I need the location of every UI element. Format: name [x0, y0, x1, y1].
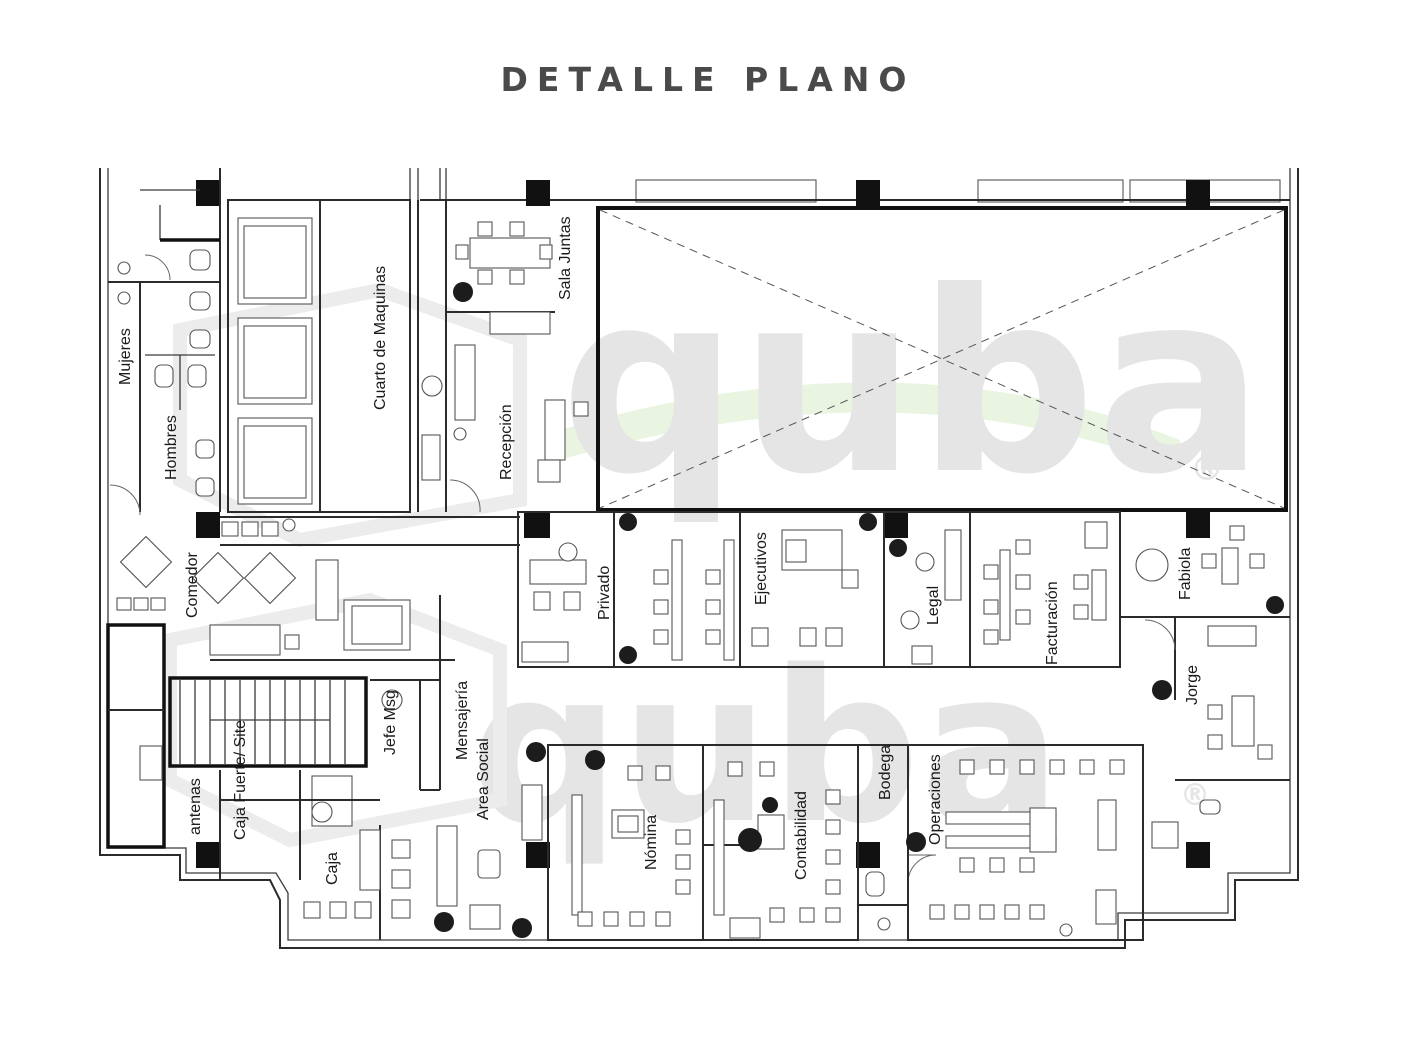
- mensajeria: [300, 595, 441, 827]
- room-label-antenas: antenas: [187, 778, 204, 835]
- room-label-sala-juntas: Sala Juntas: [557, 216, 574, 300]
- room-label-comedor: Comedor: [184, 552, 201, 618]
- operaciones: [906, 744, 1221, 941]
- elevator-core: [227, 199, 411, 513]
- stairs: [106, 623, 368, 880]
- room-label-nomina: Nómina: [643, 815, 660, 870]
- stair-treads: [179, 680, 346, 764]
- bathrooms: [108, 168, 221, 516]
- room-label-caja-fuerte-site: Caja Fuerte/ Site: [232, 720, 249, 840]
- watermark-logo-shape: [173, 282, 527, 548]
- room-label-contabilidad: Contabilidad: [793, 791, 810, 880]
- room-label-ejecutivos: Ejecutivos: [753, 532, 770, 605]
- room-label-mujeres: Mujeres: [117, 328, 134, 385]
- ejecutivos: [613, 511, 885, 668]
- room-label-fabiola: Fabiola: [1177, 547, 1194, 600]
- room-label-operaciones: Operaciones: [927, 754, 944, 845]
- watermark: quba quba ® ®: [163, 238, 1265, 870]
- meeting-reception: [446, 221, 589, 513]
- nomina: [547, 744, 704, 941]
- lobby-corridor: [220, 200, 520, 518]
- room-label-area-social: Area Social: [475, 738, 492, 820]
- dining-table-1: [119, 535, 173, 589]
- watermark-brand-top: quba: [560, 238, 1265, 529]
- room-label-facturacion: Facturación: [1044, 581, 1061, 665]
- area-social: [434, 742, 549, 940]
- facturacion: [969, 511, 1121, 668]
- page-title: DETALLE PLANO: [500, 60, 916, 99]
- room-label-mensajeria: Mensajería: [454, 681, 471, 760]
- jorge: [1144, 617, 1290, 781]
- structural-columns: [196, 180, 1210, 868]
- room-label-caja: Caja: [324, 852, 341, 885]
- room-label-jefe-msg: Jefe Msg: [382, 690, 399, 755]
- room-label-recepcion: Recepción: [498, 404, 515, 480]
- room-label-privado: Privado: [596, 566, 613, 620]
- fabiola: [1120, 525, 1290, 618]
- caja: [303, 825, 411, 940]
- room-label-hombres: Hombres: [163, 415, 180, 480]
- room-label-bodega: Bodega: [877, 745, 894, 800]
- room-label-caja-fuerte-site: Caja Fuerte/ Site: [232, 720, 249, 840]
- room-label-legal: Legal: [925, 586, 942, 625]
- room-label-jorge: Jorge: [1184, 665, 1201, 705]
- room-label-jefe: Jefe Msg: [382, 690, 399, 755]
- comedor: [116, 518, 520, 661]
- room-label-cuarto-maquinas: Cuarto de Maquinas: [372, 266, 389, 410]
- building-outline: [99, 168, 1299, 949]
- void-area: [596, 206, 1288, 512]
